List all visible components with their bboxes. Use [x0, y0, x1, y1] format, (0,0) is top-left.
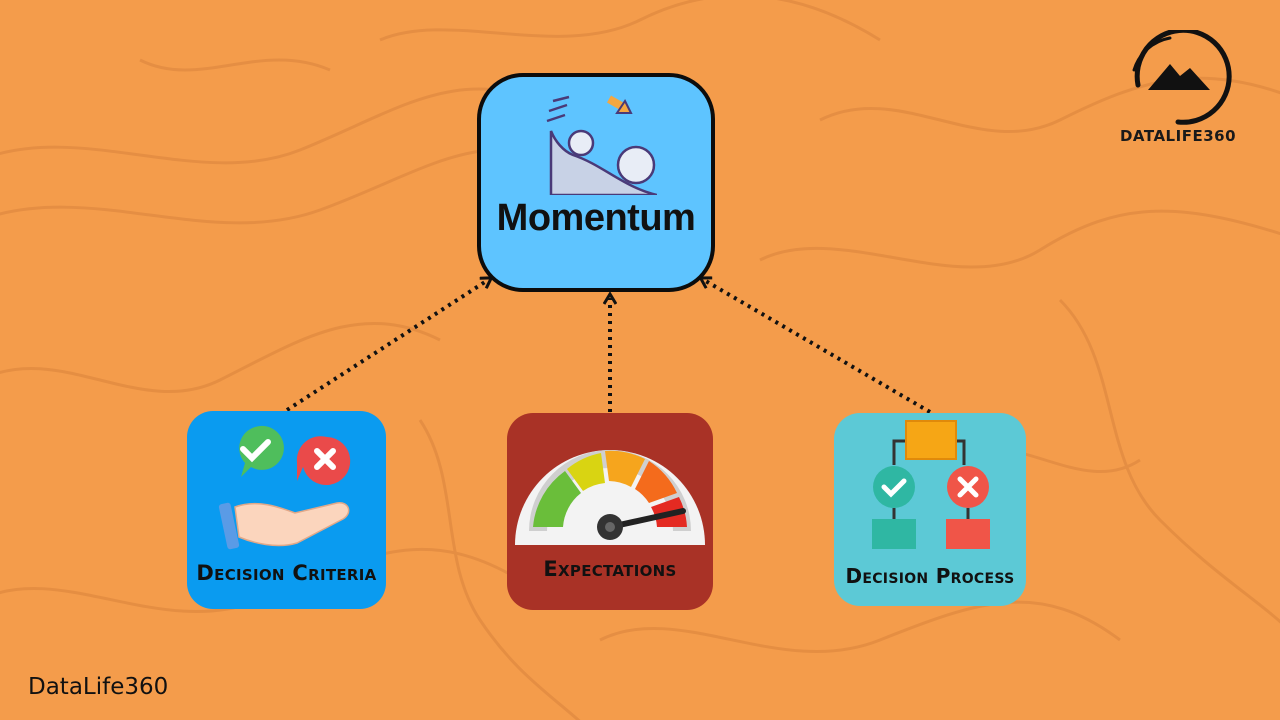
- decision-process-node: Decision Process: [834, 413, 1026, 606]
- hand-check-cross-icon: [218, 425, 351, 550]
- snowball-rolling-icon: [546, 95, 657, 195]
- gauge-meter-icon: [515, 450, 705, 545]
- flowchart-icon: [872, 420, 990, 549]
- mountain-logo-icon: [1132, 27, 1232, 125]
- edge-criteria-to-momentum: [285, 280, 488, 412]
- momentum-node: Momentum: [477, 73, 715, 292]
- decision-criteria-label: Decision Criteria: [196, 561, 377, 585]
- decision-process-label: Decision Process: [845, 564, 1015, 588]
- brand-logo: DATALIFE360: [1108, 27, 1248, 150]
- edge-process-to-momentum: [704, 280, 932, 414]
- expectations-label: Expectations: [543, 557, 677, 581]
- footer-brand-text: DataLife360: [28, 674, 169, 700]
- brand-logo-text: DATALIFE360: [1119, 127, 1236, 145]
- momentum-label: Momentum: [496, 197, 696, 239]
- expectations-node: Expectations: [507, 413, 713, 610]
- decision-criteria-node: Decision Criteria: [187, 411, 386, 609]
